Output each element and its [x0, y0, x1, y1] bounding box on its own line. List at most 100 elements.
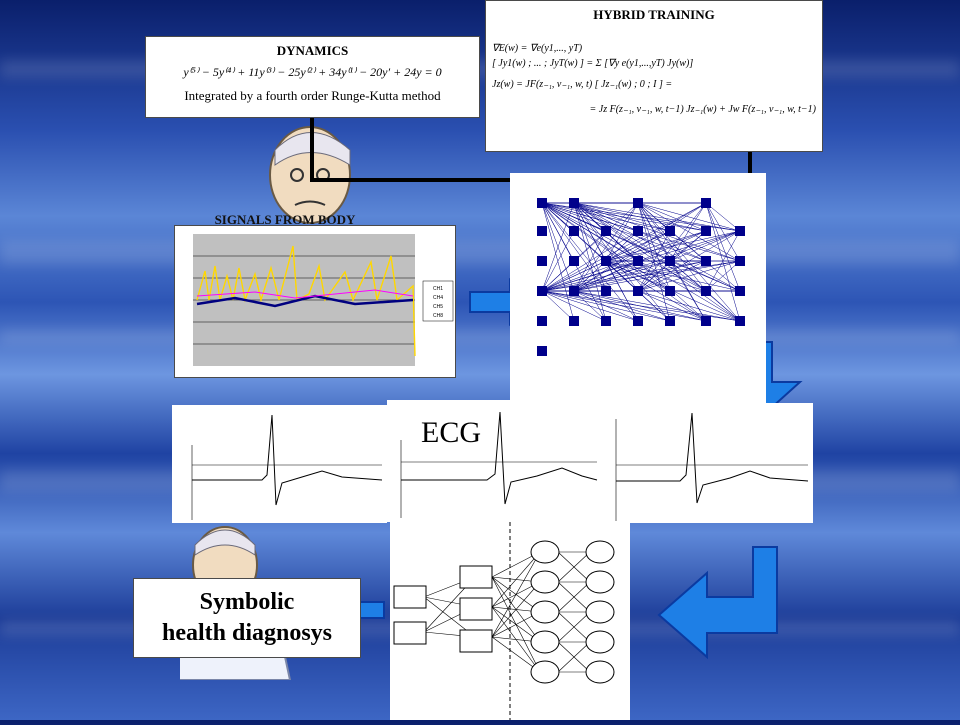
network-edge — [573, 202, 607, 322]
network-edge — [605, 230, 671, 262]
network-edge — [669, 230, 707, 262]
network-edge — [669, 260, 741, 292]
diagnosis-line-2: health diagnosys — [161, 620, 333, 646]
network-edge — [573, 290, 707, 322]
network-node — [735, 286, 745, 296]
network-edge — [605, 260, 707, 292]
network-edge — [541, 202, 707, 292]
network-node — [665, 256, 675, 266]
network-edge — [637, 202, 741, 322]
network-edge — [637, 260, 707, 292]
network-edge — [637, 230, 671, 292]
network-node — [633, 286, 643, 296]
network-edge — [573, 230, 607, 292]
legend-ch5: CH5 — [433, 304, 443, 310]
network-node — [601, 226, 611, 236]
network-node — [701, 198, 711, 208]
network-edge — [705, 260, 741, 292]
network-node — [701, 286, 711, 296]
network-edge — [637, 202, 741, 262]
network-edge — [637, 202, 671, 322]
network-edge — [541, 202, 607, 292]
network-edge — [705, 290, 741, 322]
network-edge — [705, 230, 741, 292]
network-edge — [605, 260, 639, 322]
network-node — [665, 226, 675, 236]
network-edge — [541, 202, 575, 322]
network-edge — [637, 260, 741, 292]
network-node — [633, 256, 643, 266]
network-node — [665, 286, 675, 296]
network-node — [735, 226, 745, 236]
legend-ch1: CH1 — [433, 286, 443, 292]
network-edge — [637, 202, 671, 292]
network-edge — [669, 202, 707, 262]
network-edge — [573, 202, 607, 292]
dynamics-equation: y⁽⁵⁾ − 5y⁽⁴⁾ + 11y⁽³⁾ − 25y⁽²⁾ + 34y⁽¹⁾ … — [183, 65, 442, 79]
network-edge — [573, 290, 639, 322]
network-node — [569, 316, 579, 326]
network-edge — [669, 230, 741, 262]
ecg-panel-1 — [172, 405, 387, 523]
diagnosis-line-1: Symbolic — [199, 589, 295, 615]
network-node — [701, 316, 711, 326]
network-node — [633, 226, 643, 236]
recurrent-network-panel — [510, 173, 766, 413]
network-edge — [605, 230, 639, 262]
ecg-panel-2: ECG — [387, 400, 602, 522]
network-node — [601, 316, 611, 326]
hybrid-eq-3: = Jz F(z₋₁, v₋₁, w, t−1) Jz₋₁(w) + Jw F(… — [589, 104, 816, 115]
network-node — [569, 226, 579, 236]
classifier-graph — [393, 522, 615, 720]
network-edge — [573, 290, 671, 322]
network-edge — [605, 202, 639, 262]
hybrid-eq-1: ∇E(w) = ∇e(y1,..., yT) — [492, 43, 583, 54]
network-node — [537, 286, 547, 296]
network-edge — [541, 202, 741, 292]
ecg-label: ECG — [421, 416, 481, 449]
network-node — [735, 256, 745, 266]
network-node — [569, 256, 579, 266]
network-edge — [637, 290, 707, 322]
network-edge — [573, 202, 671, 232]
network-edge — [705, 202, 741, 322]
classifier-network-panel — [390, 522, 630, 720]
network-node — [665, 316, 675, 326]
network-edge — [605, 202, 707, 262]
network-edge — [541, 230, 575, 292]
network-edge — [573, 202, 639, 292]
network-edge — [705, 202, 741, 232]
network-edge — [573, 290, 607, 322]
signals-plot: CH1 CH4 CH5 CH8 — [193, 234, 454, 366]
network-node — [537, 226, 547, 236]
network-edge — [669, 260, 707, 322]
dynamics-title: DYNAMICS — [276, 43, 349, 58]
network-edge — [705, 202, 741, 262]
network-node — [633, 316, 643, 326]
hybrid-eq-2: Jz(w) = JF(z₋₁, v₋₁, w, t) [ Jz₋₁(w) ; 0… — [492, 79, 673, 90]
network-edge — [573, 202, 707, 292]
network-edge — [541, 202, 707, 262]
network-node — [537, 316, 547, 326]
hybrid-title: HYBRID TRAINING — [593, 7, 715, 22]
network-node — [569, 286, 579, 296]
legend-ch4: CH4 — [433, 295, 443, 301]
diagnosis-box: Symbolic health diagnosys — [133, 578, 361, 658]
network-edge — [573, 260, 741, 292]
network-edge — [573, 202, 741, 262]
network-edge — [573, 202, 741, 292]
network-edge — [541, 290, 607, 322]
arrow-to-diagnosis — [657, 546, 778, 660]
hybrid-eq-1b: [ Jy1(w) ; ... ; JyT(w) ] = Σ [∇y e(y1,.… — [492, 58, 694, 69]
dynamics-caption: Integrated by a fourth order Runge-Kutta… — [184, 88, 441, 103]
network-edge — [541, 202, 575, 292]
ecg-panel-3 — [600, 403, 813, 523]
network-edge — [573, 202, 671, 322]
network-edge — [705, 202, 741, 292]
network-edge — [637, 202, 741, 232]
network-edge — [573, 202, 741, 322]
network-node — [537, 198, 547, 208]
signals-chart: CH1 CH4 CH5 CH8 — [174, 225, 456, 378]
network-node — [537, 346, 547, 356]
network-node — [601, 256, 611, 266]
